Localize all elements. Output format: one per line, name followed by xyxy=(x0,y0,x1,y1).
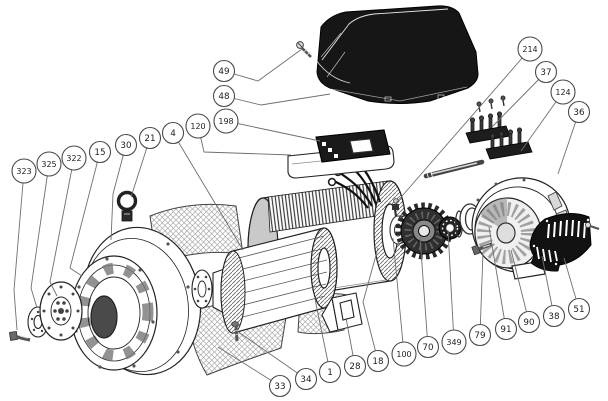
callout-balloon-38[interactable]: 38 xyxy=(542,304,566,328)
rear-end-bracket xyxy=(471,177,571,280)
callout-number-120: 120 xyxy=(190,122,205,131)
callout-number-4: 4 xyxy=(170,129,176,139)
leader-line-91 xyxy=(488,226,507,330)
leader-line-214 xyxy=(395,48,531,204)
callout-number-91: 91 xyxy=(500,325,511,335)
grille-screw xyxy=(584,221,600,231)
leader-line-18 xyxy=(362,247,379,362)
callout-balloon-214[interactable]: 214 xyxy=(517,36,543,62)
callout-balloon-21[interactable]: 21 xyxy=(138,126,162,150)
callout-balloon-325[interactable]: 325 xyxy=(36,151,62,177)
callout-number-323: 323 xyxy=(16,167,31,176)
leader-line-4 xyxy=(172,132,244,251)
leader-line-30 xyxy=(110,144,127,241)
callout-number-90: 90 xyxy=(523,318,535,328)
callout-balloon-34[interactable]: 34 xyxy=(294,367,318,391)
callout-balloon-90[interactable]: 90 xyxy=(517,310,541,334)
bracket-bolt xyxy=(471,242,493,256)
leader-line-70 xyxy=(419,236,429,348)
callout-balloon-79[interactable]: 79 xyxy=(468,323,492,347)
callout-number-325: 325 xyxy=(41,160,56,169)
leader-line-90 xyxy=(510,249,530,323)
callout-balloon-120[interactable]: 120 xyxy=(185,113,211,139)
callout-number-36: 36 xyxy=(573,108,585,118)
callout-balloon-349[interactable]: 349 xyxy=(441,329,467,355)
callout-balloon-322[interactable]: 322 xyxy=(61,145,87,171)
callout-number-28: 28 xyxy=(349,362,360,372)
leader-line-48 xyxy=(223,93,331,106)
callout-number-322: 322 xyxy=(66,154,81,163)
callout-number-38: 38 xyxy=(548,312,559,322)
skirt-screw xyxy=(231,321,239,342)
callout-balloon-15[interactable]: 15 xyxy=(88,140,112,164)
leader-line-15 xyxy=(69,151,101,277)
callout-balloon-91[interactable]: 91 xyxy=(494,317,518,341)
callout-balloon-70[interactable]: 70 xyxy=(416,335,440,359)
callout-balloon-1[interactable]: 1 xyxy=(318,360,342,384)
callout-number-198: 198 xyxy=(218,117,233,126)
callout-number-349: 349 xyxy=(446,338,461,347)
callout-balloon-18[interactable]: 18 xyxy=(366,349,390,373)
callout-balloon-36[interactable]: 36 xyxy=(567,100,591,124)
coupling-disc xyxy=(39,281,83,341)
callout-balloon-48[interactable]: 48 xyxy=(212,84,236,108)
terminal-blocks xyxy=(465,95,533,160)
callout-number-100: 100 xyxy=(396,350,411,359)
cover-screw xyxy=(296,41,312,58)
callout-balloon-28[interactable]: 28 xyxy=(343,354,367,378)
callout-number-124: 124 xyxy=(555,88,570,97)
callout-balloon-323[interactable]: 323 xyxy=(11,158,37,184)
leader-line-1 xyxy=(314,298,331,373)
callout-number-70: 70 xyxy=(422,343,434,353)
callout-number-21: 21 xyxy=(144,134,155,144)
callout-number-51: 51 xyxy=(573,305,584,315)
through-stud xyxy=(423,159,485,181)
callout-balloon-49[interactable]: 49 xyxy=(212,59,236,83)
callout-balloon-124[interactable]: 124 xyxy=(550,79,576,105)
callout-number-18: 18 xyxy=(372,357,383,367)
leader-line-33 xyxy=(217,346,281,387)
leader-line-79 xyxy=(479,251,484,336)
canopy-top-cover xyxy=(315,5,479,104)
avr-module xyxy=(287,129,395,179)
eye-bolt xyxy=(116,190,138,222)
callout-number-15: 15 xyxy=(94,148,105,158)
callout-number-1: 1 xyxy=(327,368,333,378)
callout-balloon-51[interactable]: 51 xyxy=(567,297,591,321)
leader-line-37 xyxy=(491,71,547,128)
callout-number-33: 33 xyxy=(274,382,285,392)
callout-number-30: 30 xyxy=(120,141,132,151)
foot-mount xyxy=(321,292,363,333)
leader-line-100 xyxy=(392,237,405,355)
leader-line-198 xyxy=(225,120,321,142)
callout-balloon-33[interactable]: 33 xyxy=(268,374,292,398)
callout-number-34: 34 xyxy=(300,375,312,385)
flange-bolt xyxy=(9,331,31,342)
callout-balloon-4[interactable]: 4 xyxy=(161,121,185,145)
callout-balloon-198[interactable]: 198 xyxy=(213,108,239,134)
leader-line-323 xyxy=(13,170,25,331)
callout-number-214: 214 xyxy=(522,45,537,54)
leader-line-49 xyxy=(223,48,303,82)
front-end-bracket xyxy=(70,226,202,376)
callout-number-37: 37 xyxy=(540,68,551,78)
leader-line-349 xyxy=(447,229,455,343)
callout-balloon-100[interactable]: 100 xyxy=(391,341,417,367)
callout-number-49: 49 xyxy=(218,67,229,77)
callout-number-79: 79 xyxy=(474,331,485,341)
leader-line-322 xyxy=(49,157,75,297)
leader-line-34 xyxy=(236,330,307,380)
air-outlet-grille xyxy=(529,213,592,272)
leader-line-325 xyxy=(30,163,50,309)
callout-balloon-30[interactable]: 30 xyxy=(114,133,138,157)
callout-number-48: 48 xyxy=(218,92,229,102)
rotor xyxy=(220,227,338,334)
callout-balloon-37[interactable]: 37 xyxy=(534,60,558,84)
